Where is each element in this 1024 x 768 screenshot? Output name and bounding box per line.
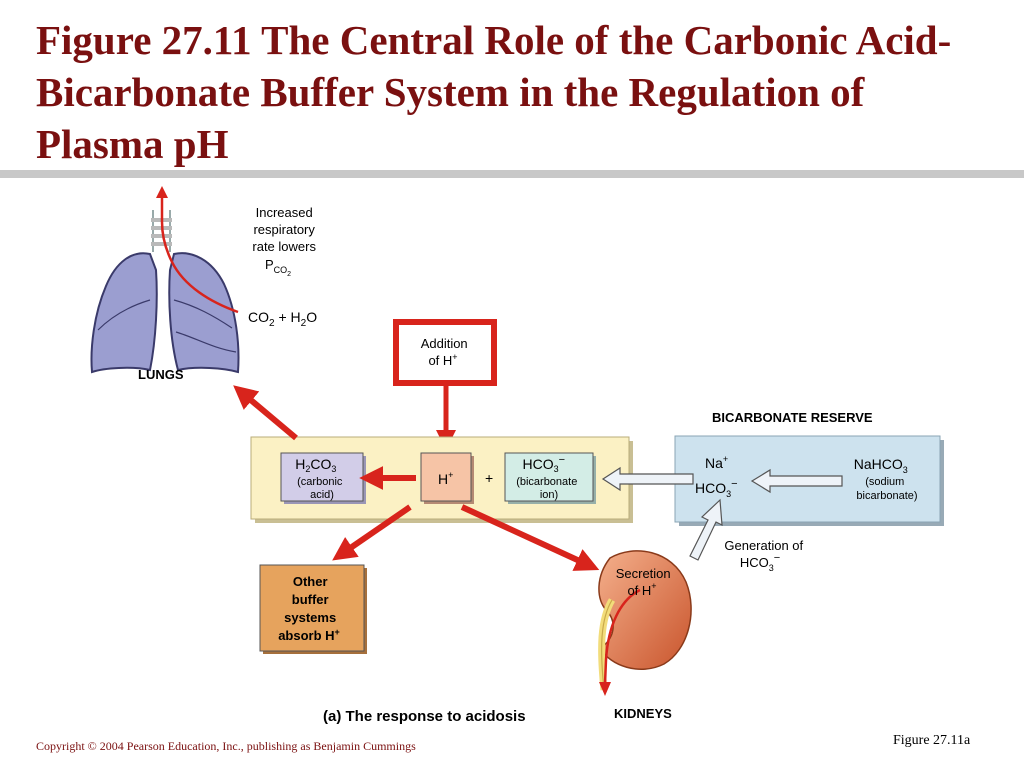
addition-label: Addition of H+ — [421, 336, 472, 368]
kidney-illustration — [598, 550, 692, 696]
other-buffers-label: Other buffer systems absorb H+ — [278, 574, 340, 643]
respiratory-note: Increased respiratory rate lowers PCO2 — [252, 205, 319, 278]
right-lung — [168, 252, 240, 374]
lungs-label: LUNGS — [138, 367, 184, 382]
secretion-label: Secretion of H+ — [616, 566, 675, 598]
generation-arrow — [689, 498, 723, 561]
caption: (a) The response to acidosis — [323, 708, 526, 725]
h-to-kidneys-arrow — [460, 504, 600, 571]
co2-exhale-path — [160, 221, 239, 314]
kidneys-label: KIDNEYS — [614, 706, 672, 721]
reserve-to-central-arrow — [601, 466, 694, 492]
slide-title: Figure 27.11 The Central Role of the Car… — [36, 17, 952, 167]
copyright-footer: Copyright © 2004 Pearson Education, Inc.… — [36, 739, 416, 753]
other-buffers-box — [259, 564, 365, 652]
h-to-other-buffers-arrow — [332, 504, 412, 561]
plus-sign: + — [485, 470, 493, 486]
hydrogen-ion-label: H+ — [438, 470, 453, 487]
left-lung — [90, 252, 158, 374]
carbonic-acid-box — [280, 452, 364, 502]
sodium-bicarbonate-label: NaHCO3 (sodium bicarbonate) — [854, 456, 918, 502]
carbonic-to-lungs-arrow — [233, 385, 298, 441]
bicarbonate-ion-label: HCO3− (bicarbonate ion) — [516, 450, 582, 501]
addition-box — [393, 319, 497, 386]
hydrogen-ion-box — [420, 452, 472, 502]
sodium-ion-label: Na+ — [705, 454, 728, 471]
co2-water-label: CO2 + H2O — [248, 309, 317, 329]
lungs-illustration — [90, 186, 240, 374]
generation-label: Generation of HCO3− — [724, 537, 807, 573]
reserve-bicarbonate-label: HCO3− — [695, 478, 738, 499]
bicarbonate-ion-box — [504, 452, 594, 502]
nahco3-to-ions-arrow — [750, 468, 843, 494]
figure-reference: Figure 27.11a — [893, 733, 971, 748]
carbonic-acid-label: H2CO3 (carbonic acid) — [295, 456, 347, 501]
bicarbonate-reserve-heading: BICARBONATE RESERVE — [712, 410, 873, 425]
title-divider — [0, 170, 1024, 178]
secretion-path — [603, 588, 641, 685]
